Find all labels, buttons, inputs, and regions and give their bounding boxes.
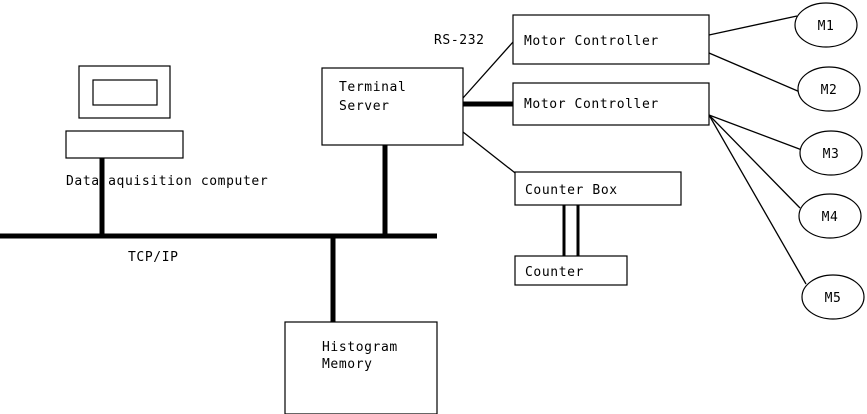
motor-m1-ellipse bbox=[794, 2, 858, 48]
motor-controller-1-label: Motor Controller bbox=[524, 34, 659, 49]
link-motor-controller-2-to-m3 bbox=[708, 114, 803, 151]
motor-controller-1-box bbox=[512, 14, 710, 65]
link-motor-controller-1-to-m1 bbox=[708, 15, 798, 36]
motor-m3-label: M3 bbox=[823, 147, 840, 162]
motor-m3-ellipse bbox=[799, 130, 863, 176]
computer-base-shape bbox=[65, 130, 184, 159]
counter-label: Counter bbox=[525, 265, 584, 280]
histogram-memory-box bbox=[284, 321, 438, 414]
counter-box bbox=[514, 255, 628, 286]
motor-m5-label: M5 bbox=[825, 291, 842, 306]
link-terminal-server-to-counter-box bbox=[462, 131, 520, 177]
link-motor-controller-1-to-m2 bbox=[708, 52, 801, 93]
motor-m2-label: M2 bbox=[821, 83, 838, 98]
histogram-memory-label-line2: Memory bbox=[322, 357, 373, 372]
link-terminal-server-to-motor-controller-1 bbox=[462, 41, 514, 99]
motor-m4-label: M4 bbox=[822, 210, 839, 225]
motor-m5-ellipse bbox=[801, 274, 865, 320]
link-motor-controller-2-to-m5 bbox=[708, 114, 807, 285]
motor-m1-label: M1 bbox=[818, 19, 835, 34]
counter-box-label: Counter Box bbox=[525, 183, 618, 198]
rs232-label: RS-232 bbox=[434, 33, 485, 48]
link-motor-controller-2-to-m4 bbox=[708, 114, 801, 209]
motor-m4-ellipse bbox=[798, 193, 862, 239]
terminal-server-label-line2: Server bbox=[339, 99, 390, 114]
data-acquisition-computer-label: Data aquisition computer bbox=[66, 174, 268, 189]
terminal-server-label-line1: Terminal bbox=[339, 80, 406, 95]
terminal-server-box bbox=[321, 67, 464, 146]
monitor-screen-shape bbox=[92, 79, 158, 106]
motor-controller-2-box bbox=[512, 82, 710, 126]
motor-controller-2-label: Motor Controller bbox=[524, 97, 659, 112]
motor-m2-ellipse bbox=[797, 66, 861, 112]
counter-box-box bbox=[514, 171, 682, 206]
tcpip-label: TCP/IP bbox=[128, 250, 179, 265]
histogram-memory-label-line1: Histogram bbox=[322, 340, 398, 355]
